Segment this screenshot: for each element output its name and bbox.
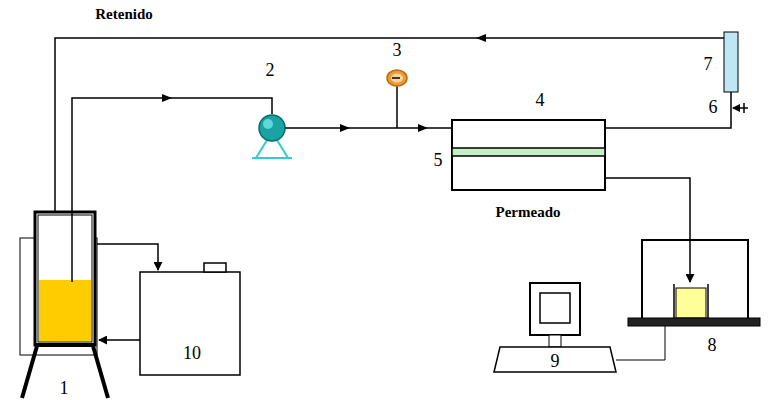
membrane-module: [452, 120, 605, 190]
callout-number: 1: [60, 379, 69, 397]
valve: [732, 103, 748, 113]
balance: [628, 240, 760, 326]
flowmeter: [724, 32, 738, 92]
thermostatic-bath: [97, 244, 240, 375]
callout-number: 10: [183, 344, 201, 362]
stream-label: Retenido: [95, 7, 153, 22]
callout-number: 9: [551, 352, 560, 370]
feed-line: [72, 94, 272, 282]
callout-number: 6: [709, 98, 718, 116]
stream-label: Permeado: [496, 205, 561, 220]
callout-number: 2: [266, 61, 275, 79]
pressure-gauge: [387, 70, 407, 86]
feed-tank: [20, 212, 108, 398]
permeate-line: [605, 178, 690, 282]
pressure-line: [285, 86, 452, 132]
callout-number: 8: [708, 336, 717, 354]
computer: [494, 283, 665, 372]
callout-number: 7: [704, 55, 713, 73]
retentate-line: [55, 34, 724, 284]
callout-number: 5: [434, 151, 443, 169]
pump: [252, 115, 292, 158]
callout-number: 3: [393, 41, 402, 59]
retentate-outlet: [605, 92, 731, 128]
callout-number: 4: [536, 91, 545, 109]
